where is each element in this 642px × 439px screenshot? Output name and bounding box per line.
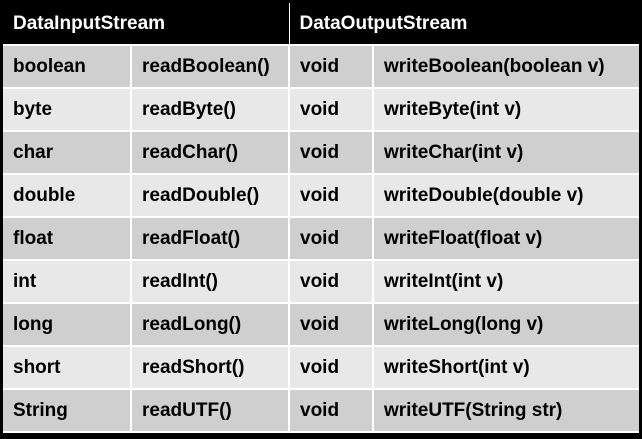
read-method-cell: readUTF() (130, 388, 290, 433)
write-method-cell: writeUTF(String str) (371, 388, 640, 433)
read-method-cell: readFloat() (130, 216, 290, 261)
write-method-cell: writeDouble(double v) (371, 173, 640, 218)
return-type-cell: void (288, 388, 374, 433)
table-row: short readShort() void writeShort(int v) (3, 345, 640, 390)
read-method-cell: readShort() (130, 345, 290, 390)
table-row: double readDouble() void writeDouble(dou… (3, 173, 640, 218)
table-header-row: DataInputStream DataOutputStream (3, 3, 640, 45)
table-row: String readUTF() void writeUTF(String st… (3, 388, 640, 433)
table-row: int readInt() void writeInt(int v) (3, 259, 640, 304)
return-type-cell: void (288, 130, 374, 175)
type-cell: String (3, 388, 132, 433)
write-method-cell: writeBoolean(boolean v) (371, 44, 640, 89)
return-type-cell: void (288, 44, 374, 89)
read-method-cell: readBoolean() (130, 44, 290, 89)
read-method-cell: readChar() (130, 130, 290, 175)
read-method-cell: readByte() (130, 87, 290, 132)
type-cell: long (3, 302, 132, 347)
read-method-cell: readLong() (130, 302, 290, 347)
table-row: float readFloat() void writeFloat(float … (3, 216, 640, 261)
type-cell: int (3, 259, 132, 304)
return-type-cell: void (288, 87, 374, 132)
table-row: long readLong() void writeLong(long v) (3, 302, 640, 347)
return-type-cell: void (288, 216, 374, 261)
write-method-cell: writeShort(int v) (371, 345, 640, 390)
data-stream-methods-table: DataInputStream DataOutputStream boolean… (3, 3, 640, 433)
type-cell: double (3, 173, 132, 218)
return-type-cell: void (288, 173, 374, 218)
read-method-cell: readInt() (130, 259, 290, 304)
write-method-cell: writeFloat(float v) (371, 216, 640, 261)
header-dataoutputstream: DataOutputStream (289, 3, 640, 45)
read-method-cell: readDouble() (130, 173, 290, 218)
header-datainputstream: DataInputStream (3, 3, 290, 45)
write-method-cell: writeLong(long v) (371, 302, 640, 347)
return-type-cell: void (288, 345, 374, 390)
write-method-cell: writeInt(int v) (371, 259, 640, 304)
type-cell: boolean (3, 44, 132, 89)
type-cell: byte (3, 87, 132, 132)
table-row: char readChar() void writeChar(int v) (3, 130, 640, 175)
write-method-cell: writeByte(int v) (371, 87, 640, 132)
type-cell: short (3, 345, 132, 390)
write-method-cell: writeChar(int v) (371, 130, 640, 175)
type-cell: char (3, 130, 132, 175)
return-type-cell: void (288, 259, 374, 304)
table-row: boolean readBoolean() void writeBoolean(… (3, 44, 640, 89)
return-type-cell: void (288, 302, 374, 347)
table-row: byte readByte() void writeByte(int v) (3, 87, 640, 132)
type-cell: float (3, 216, 132, 261)
